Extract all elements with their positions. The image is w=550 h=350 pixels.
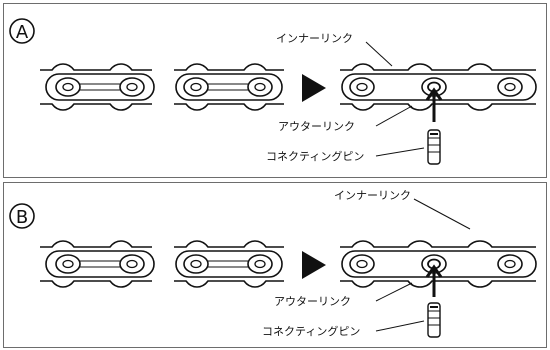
panel-a: A — [3, 3, 547, 178]
panel-badge-a: A — [9, 18, 35, 44]
leader-pin — [375, 147, 425, 157]
label-connecting-pin: コネクティングピン — [262, 324, 360, 338]
pin-insert-arrow — [425, 87, 443, 122]
leader-inner-link — [413, 198, 471, 230]
chain-segment-left — [40, 240, 155, 288]
chain-assembled — [340, 240, 537, 288]
chain-segment-left — [40, 63, 155, 111]
panel-badge-a-letter: A — [16, 22, 29, 43]
leader-outer-link — [375, 105, 413, 127]
leader-inner-link — [365, 41, 393, 67]
chain-segment-middle — [174, 63, 284, 111]
leader-pin — [375, 320, 425, 332]
leader-outer-link — [375, 282, 413, 302]
panel-badge-b-letter: B — [16, 207, 28, 228]
pin-insert-arrow — [425, 264, 443, 297]
chain-segment-middle — [174, 240, 284, 288]
label-inner-link: インナーリンク — [334, 189, 411, 202]
label-outer-link: アウターリンク — [274, 295, 351, 308]
connecting-pin — [427, 302, 441, 338]
panel-a-drawing: A — [9, 18, 537, 165]
chain-assembled — [340, 63, 537, 111]
label-connecting-pin: コネクティングピン — [266, 149, 364, 163]
panel-b-drawing: B — [9, 189, 537, 338]
label-outer-link: アウターリンク — [278, 120, 355, 133]
connecting-pin — [427, 129, 441, 165]
label-inner-link: インナーリンク — [276, 32, 353, 45]
result-arrow — [302, 251, 326, 279]
panel-b: B — [3, 182, 547, 348]
panel-badge-b: B — [9, 203, 35, 229]
result-arrow — [302, 74, 326, 102]
